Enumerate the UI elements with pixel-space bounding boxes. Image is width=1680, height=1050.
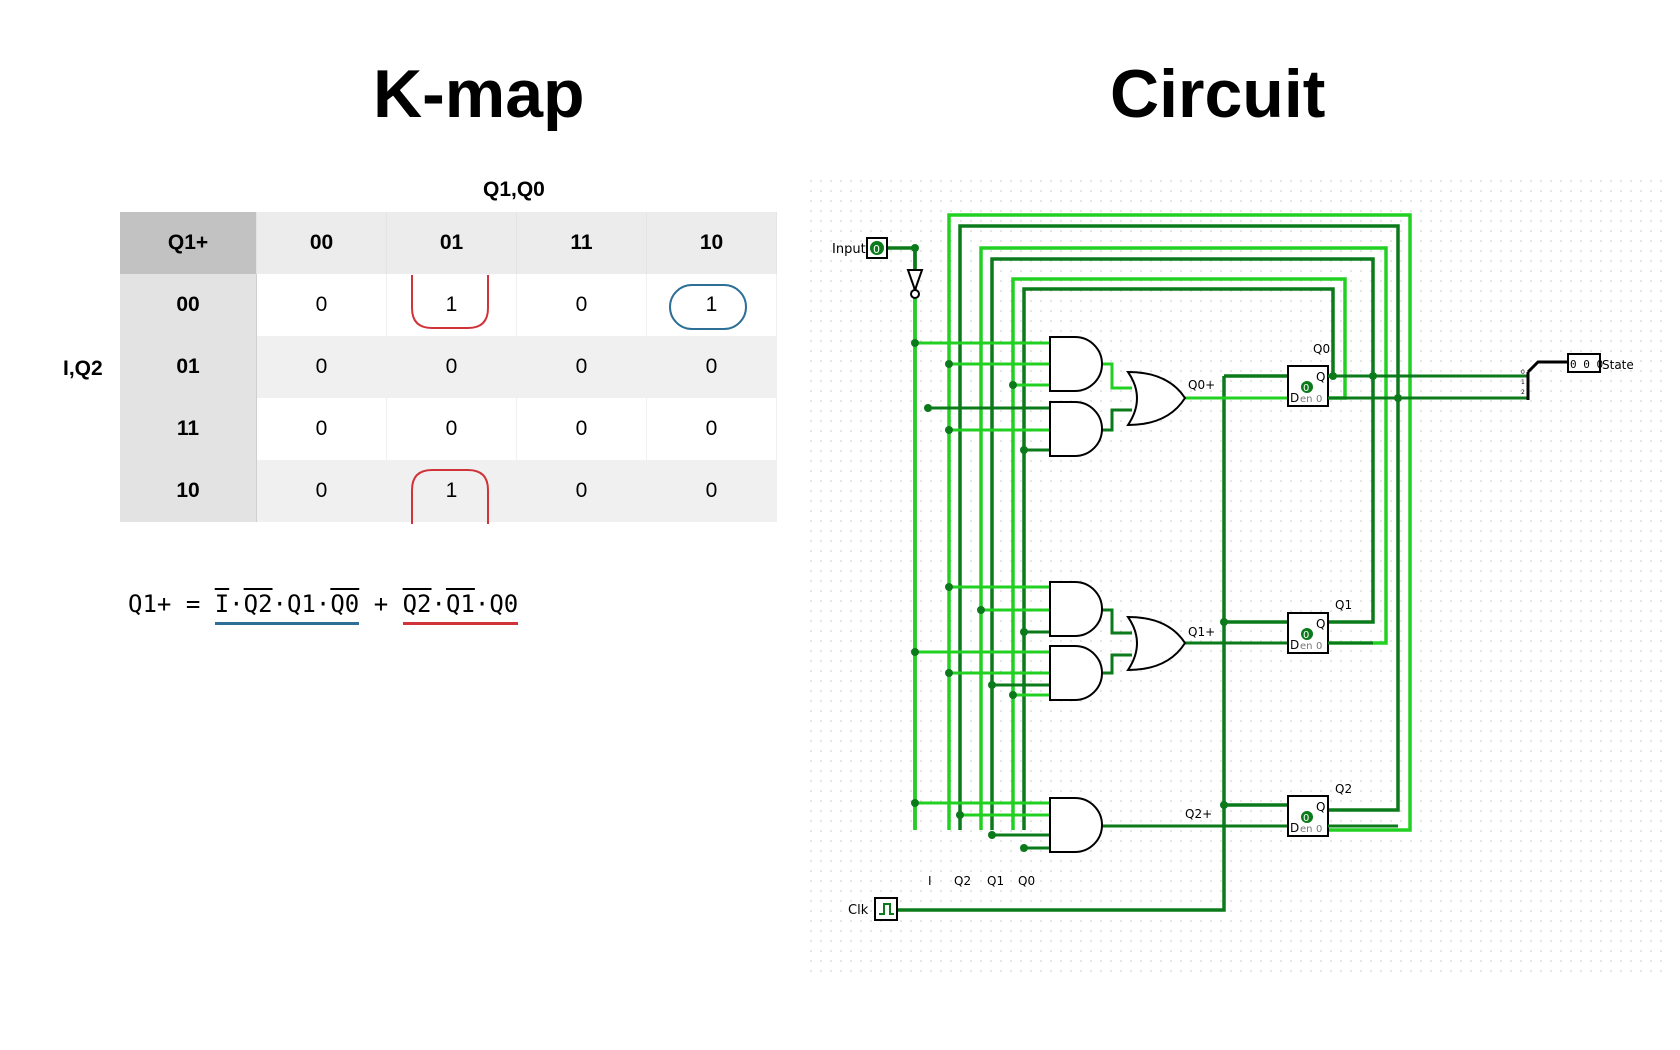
kmap-row-variables: I,Q2 (63, 357, 103, 380)
feedback-wire (990, 257, 1375, 830)
feedback-wire (958, 224, 1400, 830)
kmap-groups (411, 275, 747, 524)
clock-wave-icon (879, 903, 894, 915)
q1-next-label: Q1+ (1188, 625, 1215, 639)
feedback-wire (947, 213, 1412, 832)
and-gate (1049, 645, 1103, 701)
kmap-group-red-top (411, 275, 489, 329)
flipflop-q0-value: 0 (1303, 383, 1309, 394)
clock-pin (874, 897, 898, 921)
state-label: State (1602, 358, 1634, 372)
kmap-row-header: 01 (120, 336, 257, 398)
or-gate (1126, 370, 1187, 427)
circuit-schematic: 0 Input Clk 0 1 2 0 0 0 State Q0+ Q1+ Q2… (808, 180, 1668, 980)
and-gate (1049, 797, 1103, 853)
q0-next-label: Q0+ (1188, 378, 1215, 392)
kmap-cell: 0 (516, 460, 647, 522)
bus-label-q1: Q1 (987, 874, 1004, 888)
kmap-col-header: 10 (646, 212, 777, 274)
kmap-row: 00 0 1 0 1 (120, 274, 777, 336)
equation-plus: + (373, 590, 389, 618)
kmap-cell: 0 (256, 398, 387, 460)
flipflop-q1-q: Q (1316, 617, 1325, 631)
and-gate (1049, 336, 1103, 392)
equation-term-1: I·Q2·Q1·Q0 (214, 590, 360, 625)
flipflop-q2-value-icon (1301, 811, 1313, 823)
input-pin-value[interactable]: 0 (873, 243, 880, 256)
flipflop-q0-q: Q (1316, 370, 1325, 384)
kmap-col-header: 00 (256, 212, 387, 274)
input-pin-label: Input (832, 242, 866, 257)
flipflop-q1-reset: 0 (1316, 641, 1322, 652)
kmap-group-blue (669, 284, 747, 330)
splitter-bit: 2 (1521, 389, 1525, 396)
kmap-col-header: 01 (386, 212, 517, 274)
kmap-title: K-map (373, 56, 585, 132)
equation-term-2: Q2·Q1·Q0 (402, 590, 519, 625)
kmap-row-header: 00 (120, 274, 257, 336)
kmap-cell: 0 (256, 336, 387, 398)
flipflop-q1-en: en (1300, 641, 1313, 652)
kmap-cell: 0 (516, 274, 647, 336)
input-pin-value-icon (870, 241, 884, 255)
circuit-title: Circuit (1110, 56, 1326, 132)
kmap-cell: 0 (386, 336, 517, 398)
kmap-group-red-bottom (411, 469, 489, 524)
state-output (1567, 353, 1601, 373)
q2-next-label: Q2+ (1185, 807, 1212, 821)
bus-label-i: I (928, 874, 932, 888)
boolean-equation: Q1+ = I·Q2·Q1·Q0 + Q2·Q1·Q0 (128, 590, 519, 625)
flipflop-q0-en: en (1300, 394, 1313, 405)
kmap-row: 01 0 0 0 0 (120, 336, 777, 398)
flipflop-q2-en: en (1300, 824, 1313, 835)
bus-label-q2: Q2 (954, 874, 971, 888)
kmap-cell: 0 (386, 398, 517, 460)
flipflop-q0-value-icon (1301, 381, 1313, 393)
flipflop-q2-q: Q (1316, 800, 1325, 814)
flipflop-q0-name: Q0 (1313, 342, 1330, 356)
kmap-column-variables: Q1,Q0 (483, 178, 545, 201)
flipflop-q0-d: D (1290, 391, 1299, 405)
flipflop-q2-reset: 0 (1316, 824, 1322, 835)
flipflop-q1-value-icon (1301, 628, 1313, 640)
kmap-row-header: 10 (120, 460, 257, 522)
kmap-table: Q1+ 00 01 11 10 00 0 1 0 1 01 0 0 0 0 11… (120, 212, 777, 522)
kmap-corner: Q1+ (120, 212, 257, 274)
and-gate (1049, 401, 1103, 457)
bus-label-q0: Q0 (1018, 874, 1035, 888)
flipflop-q2-d: D (1290, 821, 1299, 835)
not-gate-icon (906, 269, 924, 294)
flipflop-q1-value: 0 (1303, 630, 1309, 641)
canvas-grid (808, 180, 1668, 980)
kmap-cell: 0 (516, 336, 647, 398)
flipflop-q2-value: 0 (1303, 813, 1309, 824)
splitter-bit: 1 (1521, 379, 1525, 386)
clock-label: Clk (848, 903, 869, 918)
flipflop-q1-d: D (1290, 638, 1299, 652)
equation-equals: = (185, 590, 201, 618)
splitter (1526, 360, 1568, 400)
flipflop-q0-reset: 0 (1316, 394, 1322, 405)
kmap-cell: 0 (256, 274, 387, 336)
flipflop-q1-name: Q1 (1335, 598, 1352, 612)
or-gate (1126, 615, 1187, 672)
kmap-col-header: 11 (516, 212, 647, 274)
flipflop-q2-name: Q2 (1335, 782, 1352, 796)
kmap-cell: 0 (646, 398, 777, 460)
state-value: 0 0 0 (1570, 358, 1603, 371)
not-gate-bubble (910, 289, 920, 299)
equation-lhs: Q1+ (128, 590, 172, 618)
kmap-row: 11 0 0 0 0 (120, 398, 777, 460)
kmap-cell: 0 (256, 460, 387, 522)
splitter-bit: 0 (1521, 369, 1525, 376)
kmap-row-header: 11 (120, 398, 257, 460)
kmap-cell: 0 (646, 336, 777, 398)
kmap-cell: 1 (386, 274, 517, 336)
clk-wire (895, 376, 1226, 912)
and-gate (1049, 581, 1103, 637)
kmap-cell: 0 (516, 398, 647, 460)
kmap-cell: 0 (646, 460, 777, 522)
